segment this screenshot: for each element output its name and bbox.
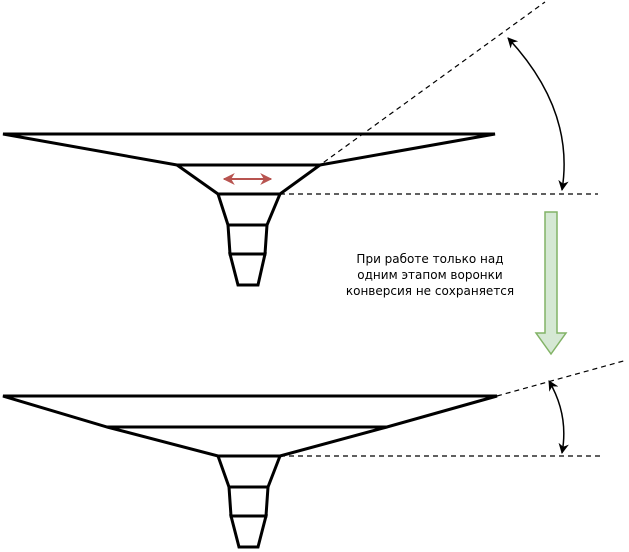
top-funnel-stage-3 bbox=[215, 192, 283, 227]
conversion-caption: При работе только над одним этапом ворон… bbox=[330, 251, 530, 299]
bottom-funnel-stage-4 bbox=[227, 485, 270, 518]
bottom-funnel-stage-2 bbox=[106, 425, 388, 458]
caption-line-1: При работе только над bbox=[356, 252, 504, 266]
top-funnel bbox=[2, 1, 598, 287]
transition-down-arrow bbox=[534, 211, 568, 356]
bottom-funnel-stage-1 bbox=[2, 394, 498, 429]
bottom-funnel bbox=[2, 359, 628, 549]
bottom-slope-extension-line bbox=[496, 359, 628, 397]
top-funnel-stage-1 bbox=[2, 132, 496, 167]
caption-line-2: одним этапом воронки bbox=[357, 268, 503, 282]
bottom-funnel-stage-5 bbox=[229, 514, 268, 549]
top-slope-extension-line bbox=[279, 1, 546, 195]
bottom-funnel-stage-3 bbox=[215, 454, 283, 489]
top-funnel-stage-4 bbox=[226, 223, 269, 256]
caption-line-3: конверсия не сохраняется bbox=[345, 284, 515, 298]
bottom-angle-arrow bbox=[548, 380, 569, 455]
top-funnel-stage-5 bbox=[228, 252, 267, 287]
top-angle-arrow bbox=[507, 37, 569, 192]
